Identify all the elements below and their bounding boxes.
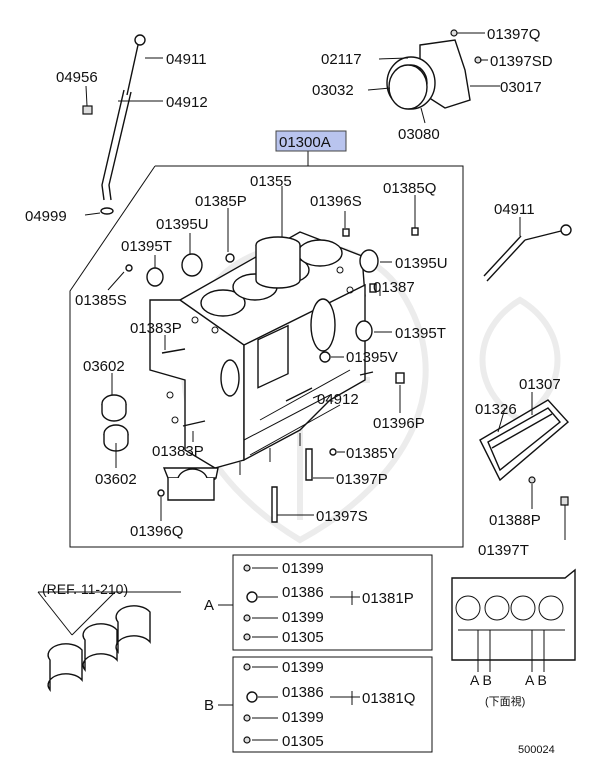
label-01397Q: 01397Q: [487, 26, 540, 43]
label-03032: 03032: [312, 82, 354, 99]
label-view-AB-left: A B: [470, 672, 492, 688]
label-B-01386: 01386: [282, 684, 324, 701]
label-01396S: 01396S: [310, 193, 362, 210]
assembly-number-01300A[interactable]: 01300A: [275, 130, 347, 152]
label-03017: 03017: [500, 79, 542, 96]
label-03602-top: 03602: [83, 358, 125, 375]
label-01381P: 01381P: [362, 590, 414, 607]
label-01395T-left: 01395T: [121, 238, 172, 255]
label-A-01399-bottom: 01399: [282, 609, 324, 626]
leader-lines: [84, 32, 566, 540]
rear-oil-seal-illustration: [386, 29, 482, 110]
label-bottom-view-caption: (下面視): [485, 694, 525, 708]
label-04956: 04956: [56, 69, 98, 86]
label-01355: 01355: [250, 173, 292, 190]
label-01326: 01326: [475, 401, 517, 418]
label-04912-block: 04912: [317, 391, 359, 408]
bottom-view-illustration: [451, 568, 576, 672]
label-group-A: A: [204, 597, 214, 614]
assembly-number-label: 01300A: [279, 134, 331, 151]
label-A-01386: 01386: [282, 584, 324, 601]
label-A-01399-top: 01399: [282, 560, 324, 577]
label-01395U-left: 01395U: [156, 216, 209, 233]
label-group-B: B: [204, 697, 214, 714]
label-04912-top: 04912: [166, 94, 208, 111]
label-B-01399-top: 01399: [282, 659, 324, 676]
label-B-01399-bottom: 01399: [282, 709, 324, 726]
label-03080: 03080: [398, 126, 440, 143]
label-01396Q: 01396Q: [130, 523, 183, 540]
label-01395U-right: 01395U: [395, 255, 448, 272]
label-01385Q: 01385Q: [383, 180, 436, 197]
label-01385S: 01385S: [75, 292, 127, 309]
label-01307: 01307: [519, 376, 561, 393]
label-01387: 01387: [373, 279, 415, 296]
label-01385Y: 01385Y: [346, 445, 398, 462]
crank-bearings-illustration: [37, 591, 181, 693]
cylinder-block-frame: [69, 150, 464, 548]
label-04999: 04999: [25, 208, 67, 225]
oil-pan-gasket-illustration: [479, 399, 570, 506]
label-A-01305: 01305: [282, 629, 324, 646]
label-04911-right: 04911: [494, 201, 535, 218]
cylinder-block-illustration: [101, 227, 419, 523]
label-03602-bottom: 03602: [95, 471, 137, 488]
group-box-b: [218, 656, 433, 753]
label-01395T-right: 01395T: [395, 325, 446, 342]
label-diagram-code: 500024: [518, 744, 555, 756]
label-01397S: 01397S: [316, 508, 368, 525]
label-01397P: 01397P: [336, 471, 388, 488]
group-box-a: [218, 554, 433, 651]
label-01397T: 01397T: [478, 542, 529, 559]
label-01383P-top: 01383P: [130, 320, 182, 337]
label-view-AB-right: A B: [525, 672, 547, 688]
label-04911-top: 04911: [166, 51, 207, 68]
label-01388P: 01388P: [489, 512, 541, 529]
part-labels: 01397Q 02117 01397SD 03032 03017 03080 0…: [25, 26, 561, 756]
label-ref-11-210: (REF. 11-210): [42, 581, 128, 597]
label-B-01305: 01305: [282, 733, 324, 750]
right-dipstick-illustration: [483, 224, 572, 282]
label-01395V: 01395V: [346, 349, 398, 366]
label-02117: 02117: [321, 51, 362, 68]
label-01397SD: 01397SD: [490, 53, 553, 70]
label-01381Q: 01381Q: [362, 690, 415, 707]
label-01396P: 01396P: [373, 415, 425, 432]
oil-dipstick-illustration: [82, 34, 146, 215]
label-01385P: 01385P: [195, 193, 247, 210]
label-01383P-bottom: 01383P: [152, 443, 204, 460]
